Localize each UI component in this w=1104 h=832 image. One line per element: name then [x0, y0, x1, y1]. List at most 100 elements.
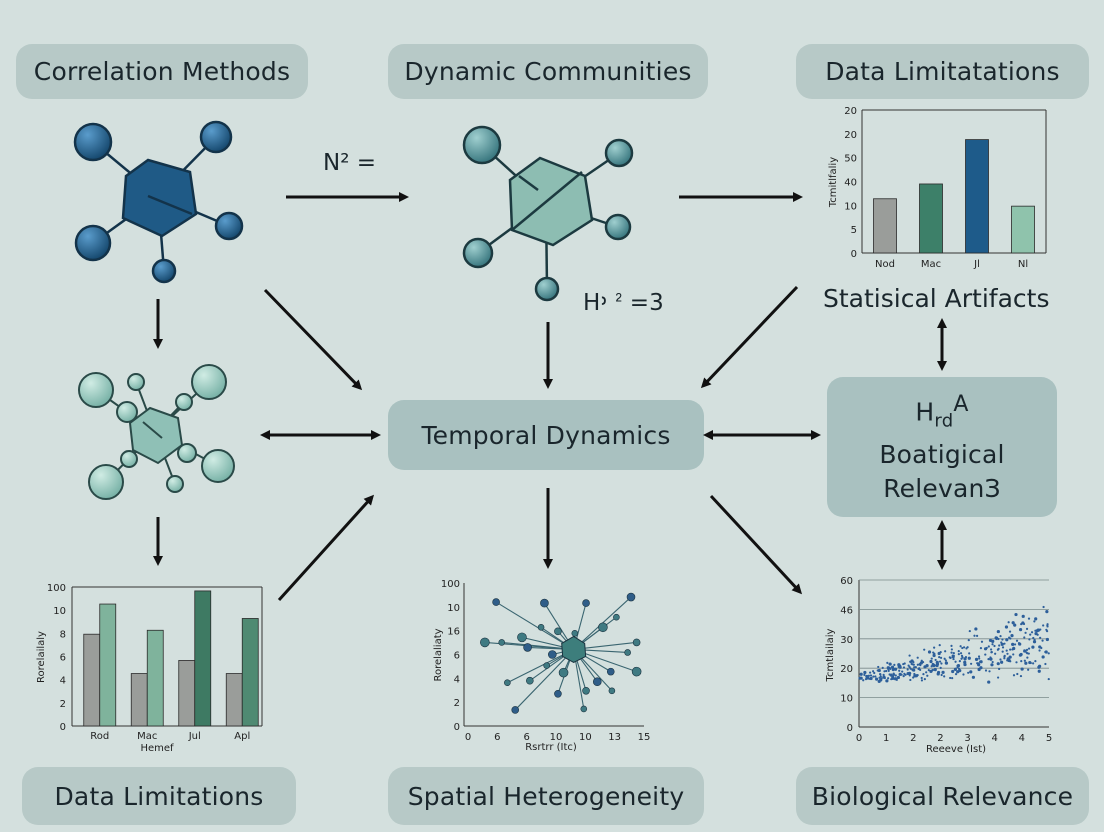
- scatter-point: [974, 627, 978, 631]
- bar: [1011, 205, 1035, 254]
- scatter-point: [1005, 649, 1008, 652]
- scatter-point: [934, 658, 937, 662]
- scatter-point: [940, 673, 943, 677]
- scatter-point: [920, 659, 923, 662]
- x-tick-label: 6: [523, 732, 529, 743]
- spoke-node: [511, 706, 520, 714]
- scatter-point: [894, 674, 897, 677]
- arrow-mol1-to-temporal: [263, 288, 363, 391]
- y-axis-label: Tcmtlailaiy: [825, 628, 836, 682]
- x-tick-label: Mac: [137, 731, 157, 742]
- scatter-point: [902, 675, 905, 678]
- x-tick-label: 4: [992, 733, 998, 744]
- scatter-point: [959, 652, 963, 655]
- scatter-point: [893, 677, 898, 681]
- scatter-point: [1007, 621, 1010, 624]
- x-axis-label: Rsrtrr (Itc): [525, 742, 577, 753]
- scatter-point: [1029, 633, 1032, 636]
- scatter-point: [1020, 659, 1023, 663]
- scatter-point: [908, 654, 911, 657]
- x-tick-label: 13: [608, 732, 621, 743]
- spoke-node: [517, 632, 527, 643]
- scatter-point: [979, 647, 983, 650]
- scatter-point: [863, 670, 867, 675]
- scatter-point: [1018, 653, 1022, 657]
- title-data-bottom-text: Data Limitations: [54, 781, 264, 811]
- spoke-node: [598, 622, 608, 633]
- scatter-point: [957, 650, 960, 653]
- scatter-point: [979, 660, 983, 664]
- y-tick-label: 40: [844, 178, 857, 189]
- scatter-point: [963, 657, 967, 661]
- scatter-point: [1003, 654, 1006, 657]
- scatter-point: [1032, 662, 1035, 665]
- arrows: [153, 192, 947, 602]
- y-tick-label: 8: [60, 629, 66, 640]
- scatter-point: [887, 667, 890, 671]
- scatter-point: [891, 674, 894, 678]
- scatter-point: [952, 657, 955, 661]
- x-tick-label: Apl: [234, 731, 250, 742]
- scatter-point: [1020, 667, 1024, 671]
- spoke-line: [495, 601, 574, 650]
- scatter-point: [1033, 638, 1036, 641]
- scatter-point: [948, 656, 951, 659]
- scatter-point: [924, 666, 927, 669]
- scatter-point: [990, 663, 994, 667]
- scatter-point: [998, 644, 1001, 647]
- spoke-node: [492, 598, 500, 606]
- scatter-point: [926, 674, 929, 677]
- scatter-point: [1034, 629, 1037, 632]
- scatter-point: [893, 663, 896, 667]
- scatter-point: [1017, 642, 1021, 645]
- y-tick-label: 20: [844, 130, 857, 141]
- scatter-point: [995, 637, 998, 641]
- spoke-node: [480, 637, 490, 648]
- scatter-point: [896, 675, 901, 680]
- scatter-point: [980, 640, 984, 643]
- scatter-point: [1000, 642, 1004, 646]
- scatter-point: [1023, 649, 1027, 653]
- spoke-node: [498, 639, 506, 646]
- title-dynamic-communities: Dynamic Communities: [388, 44, 708, 99]
- scatter-point: [1024, 661, 1028, 665]
- scatter-point: [919, 668, 922, 672]
- scatter-point: [996, 629, 1000, 634]
- y-tick-label: 60: [840, 576, 853, 587]
- y-tick-label: 2: [60, 699, 66, 710]
- scatter-point: [1031, 645, 1035, 649]
- x-tick-label: 0: [465, 732, 471, 743]
- scatter-point: [911, 663, 914, 666]
- x-tick-label: 4: [1019, 733, 1025, 744]
- spoke-node: [632, 638, 641, 647]
- y-tick-label: 2: [454, 698, 460, 709]
- scatter-point: [913, 666, 916, 669]
- scatter-point: [1011, 643, 1014, 646]
- y-axis-label: Rorelaliaty: [433, 628, 444, 681]
- scatter-point: [923, 677, 926, 681]
- scatter-point: [1015, 639, 1019, 642]
- scatter-point: [1036, 633, 1039, 636]
- x-tick-label: Jl: [973, 259, 980, 270]
- x-tick-label: Nl: [1018, 259, 1028, 270]
- bar-series1: [83, 633, 101, 727]
- scatter-point: [1032, 640, 1037, 644]
- scatter-point: [977, 667, 981, 672]
- scatter-point: [938, 660, 942, 663]
- scatter-point: [996, 648, 1000, 651]
- x-axis-label: Hemef: [140, 743, 174, 754]
- spoke-line: [514, 649, 575, 711]
- scatter-point: [965, 647, 968, 650]
- x-axis-label: Reeeve (Ist): [926, 744, 986, 755]
- bio-box-sup: A: [953, 391, 969, 417]
- scatter-point: [858, 676, 862, 680]
- scatter-point: [917, 667, 920, 671]
- scatter-point: [940, 662, 943, 665]
- title-dynamic-text: Dynamic Communities: [404, 57, 692, 86]
- title-correlation-methods: Correlation Methods: [16, 44, 308, 99]
- bar: [919, 183, 943, 254]
- molecule-dark-icon: [73, 120, 244, 284]
- scatter-point: [991, 643, 994, 646]
- scatter-point: [902, 662, 905, 666]
- scatter-point: [944, 659, 947, 662]
